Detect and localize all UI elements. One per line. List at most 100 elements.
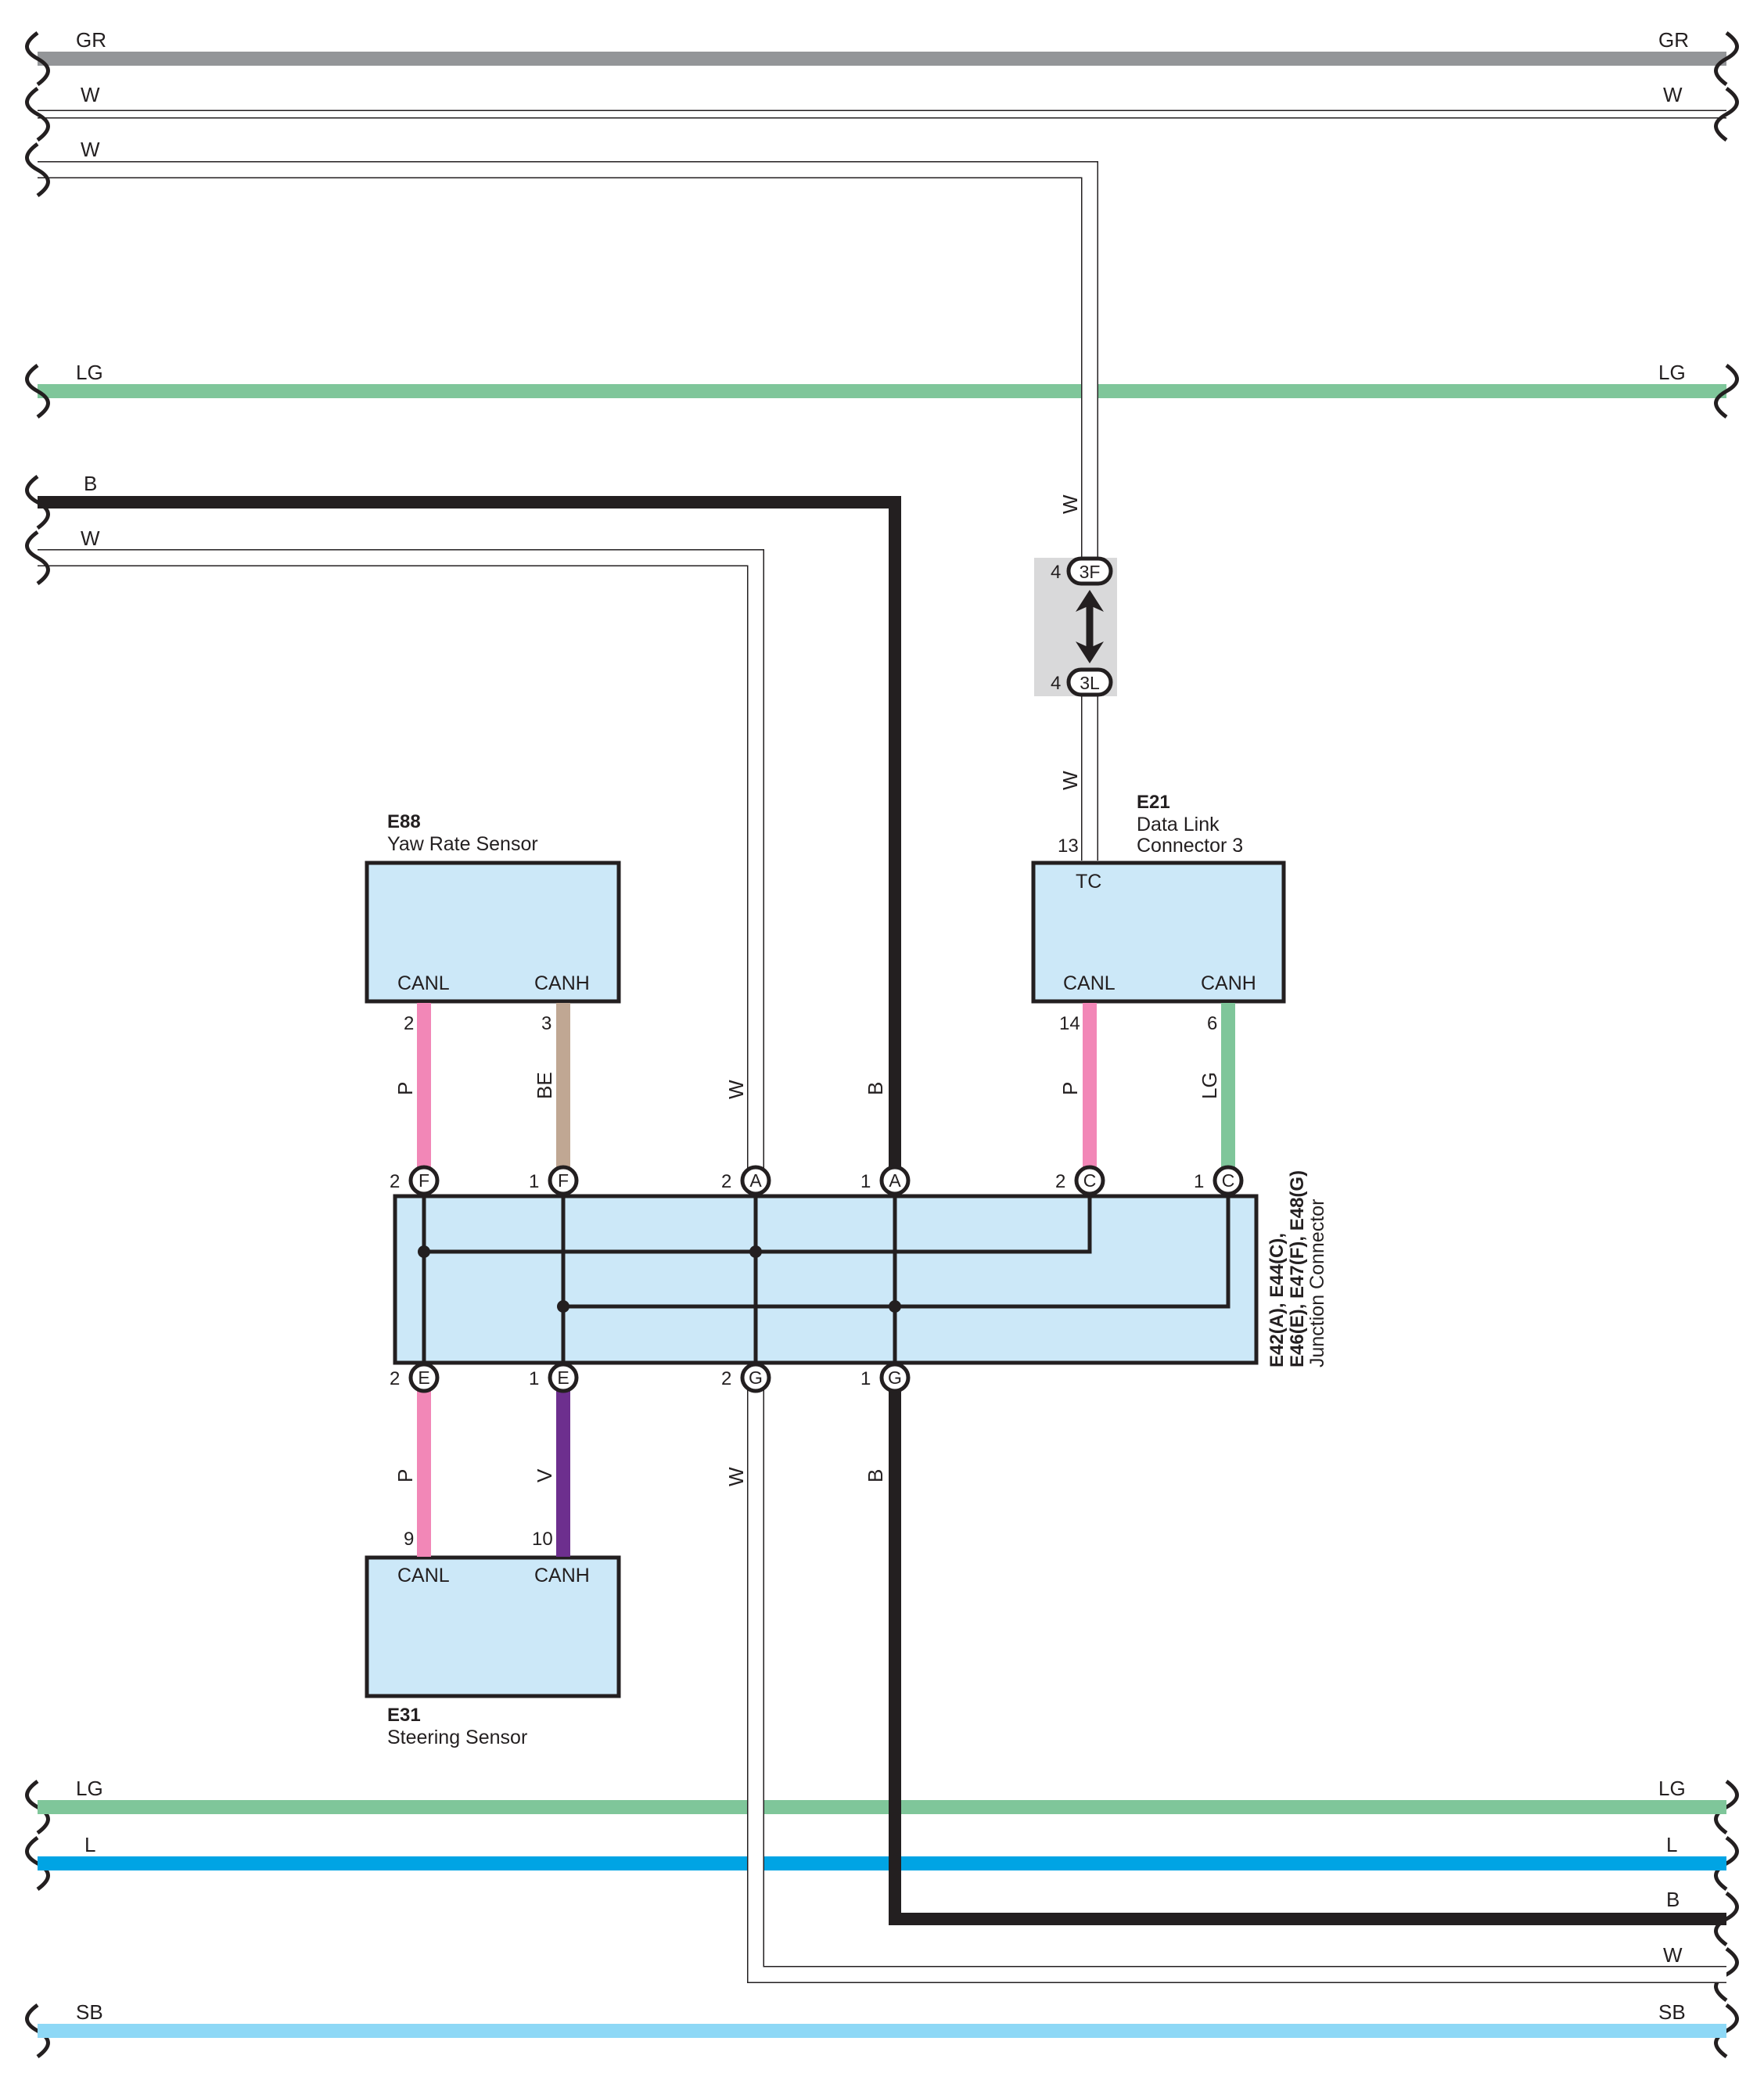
wire-label-w-3f: W xyxy=(1058,494,1082,514)
connector-3l-pin: 4 xyxy=(1051,673,1061,694)
bus-label-b-bottom: B xyxy=(1666,1888,1680,1911)
bus-w-top3: W xyxy=(38,526,764,1177)
junction-name: Junction Connector xyxy=(1306,1199,1328,1367)
junction-code-line2: E46(E), E47(F), E48(G) xyxy=(1287,1170,1308,1367)
e21-name-line2: Connector 3 xyxy=(1137,835,1243,857)
svg-text:BE: BE xyxy=(533,1072,556,1099)
component-e31: CANL CANH 9 10 E31 Steering Sensor xyxy=(365,1529,621,1748)
junction-pin-2a: A 2 xyxy=(721,1165,771,1196)
wire-e21-canl: P xyxy=(1058,1003,1097,1169)
e31-code: E31 xyxy=(387,1705,421,1726)
junction-code-line1: E42(A), E44(C), xyxy=(1266,1233,1288,1367)
svg-text:C: C xyxy=(1222,1170,1235,1191)
bus-label-sb-bottom-left: SB xyxy=(76,2000,103,2024)
e31-canl: CANL xyxy=(397,1565,450,1587)
e31-name: Steering Sensor xyxy=(387,1727,527,1748)
bus-w1: W W xyxy=(38,83,1726,119)
bus-label-w1-left: W xyxy=(81,83,100,106)
bus-label-lg-bottom-left: LG xyxy=(76,1777,103,1800)
svg-text:A: A xyxy=(889,1170,901,1191)
svg-text:P: P xyxy=(1058,1082,1082,1095)
svg-text:1: 1 xyxy=(860,1171,871,1192)
connector-3f xyxy=(1066,556,1113,586)
e88-box xyxy=(365,861,621,1004)
bus-label-l-bottom-left: L xyxy=(84,1833,95,1856)
svg-text:G: G xyxy=(749,1367,763,1388)
svg-text:C: C xyxy=(1083,1170,1097,1191)
splice-dot xyxy=(889,1300,901,1313)
junction-box xyxy=(393,1194,1259,1365)
svg-text:V: V xyxy=(533,1468,556,1482)
e88-name: Yaw Rate Sensor xyxy=(387,833,538,855)
wire-e31-canl: P xyxy=(393,1385,431,1557)
bus-w-bottom: W xyxy=(747,1385,1726,1983)
bus-lg-top: LG LG xyxy=(38,361,1726,398)
e31-pin-10: 10 xyxy=(532,1529,553,1550)
bus-label-b-top: B xyxy=(84,472,97,495)
bus-b-bottom: B xyxy=(889,1385,1726,1925)
wire-e31-canh: V xyxy=(533,1385,570,1557)
bus-l-bottom: L L xyxy=(38,1833,1726,1870)
junction-pin-2e: E 2 xyxy=(390,1362,440,1393)
svg-text:1: 1 xyxy=(860,1368,871,1389)
e21-canh: CANH xyxy=(1201,972,1256,994)
e21-pin-6: 6 xyxy=(1207,1013,1217,1034)
svg-text:P: P xyxy=(393,1469,417,1482)
e88-canl: CANL xyxy=(397,972,450,994)
svg-text:2: 2 xyxy=(1055,1171,1065,1192)
e21-box xyxy=(1031,861,1286,1004)
junction-pin-1a: A 1 xyxy=(860,1165,911,1196)
svg-text:3F: 3F xyxy=(1080,562,1101,582)
e31-pin-9: 9 xyxy=(404,1529,414,1550)
svg-text:1: 1 xyxy=(1194,1171,1204,1192)
wire-w-to-dlc: W xyxy=(38,138,1098,861)
svg-text:1: 1 xyxy=(529,1171,539,1192)
e21-canl: CANL xyxy=(1063,972,1116,994)
bus-lg-bottom: LG LG xyxy=(38,1777,1726,1814)
wire-e88-canl: P xyxy=(393,1003,431,1169)
connector-3l xyxy=(1066,667,1113,697)
svg-text:E: E xyxy=(418,1367,429,1388)
junction-pin-2g: G 2 xyxy=(721,1362,771,1393)
svg-text:2: 2 xyxy=(390,1171,400,1192)
e21-code: E21 xyxy=(1137,792,1170,813)
wire-label-w-a: W xyxy=(724,1080,748,1099)
component-e21: E21 Data Link Connector 3 13 TC CANL CAN… xyxy=(1031,792,1286,1034)
svg-text:F: F xyxy=(419,1170,429,1191)
bus-label-gr-right: GR xyxy=(1658,28,1689,52)
bus-b-top: B xyxy=(38,472,901,1177)
bus-label-gr-left: GR xyxy=(76,28,106,52)
e88-pin-2: 2 xyxy=(404,1013,414,1034)
bus-label-lg-bottom-right: LG xyxy=(1658,1777,1686,1800)
bus-sb-bottom: SB SB xyxy=(38,2000,1726,2038)
svg-text:F: F xyxy=(558,1170,569,1191)
bus-label-w1-right: W xyxy=(1663,83,1683,106)
junction-pin-2f: F 2 xyxy=(390,1165,440,1196)
junction-pin-1c: C 1 xyxy=(1194,1165,1244,1196)
component-e88: E88 Yaw Rate Sensor CANL CANH 2 3 xyxy=(365,811,621,1034)
connector-3f-pin: 4 xyxy=(1051,562,1061,583)
e21-name-line1: Data Link xyxy=(1137,814,1220,835)
splice-dot xyxy=(749,1245,762,1258)
wire-e88-canh: BE xyxy=(533,1003,570,1169)
e88-pin-3: 3 xyxy=(541,1013,551,1034)
svg-text:2: 2 xyxy=(721,1171,731,1192)
wire-label-w-3l: W xyxy=(1058,771,1082,790)
junction-pin-2c: C 2 xyxy=(1055,1165,1105,1196)
bus-label-lg-top-left: LG xyxy=(76,361,103,384)
e21-tc: TC xyxy=(1076,871,1101,893)
arrow-up-icon xyxy=(1076,590,1104,612)
e88-code: E88 xyxy=(387,811,421,832)
wire-e21-canh: LG xyxy=(1198,1003,1235,1169)
e21-pin-13: 13 xyxy=(1058,835,1079,857)
junction-pin-1g: G 1 xyxy=(860,1362,911,1393)
e88-canh: CANH xyxy=(534,972,590,994)
svg-text:P: P xyxy=(393,1082,417,1095)
bus-label-w-bottom: W xyxy=(1663,1943,1683,1967)
bus-label-w-top3: W xyxy=(81,526,100,550)
splice-dot xyxy=(418,1245,430,1258)
e31-canh: CANH xyxy=(534,1565,590,1587)
splice-dot xyxy=(557,1300,569,1313)
junction-bottom-pins: E 2 E 1 G 2 G 1 xyxy=(390,1362,911,1393)
